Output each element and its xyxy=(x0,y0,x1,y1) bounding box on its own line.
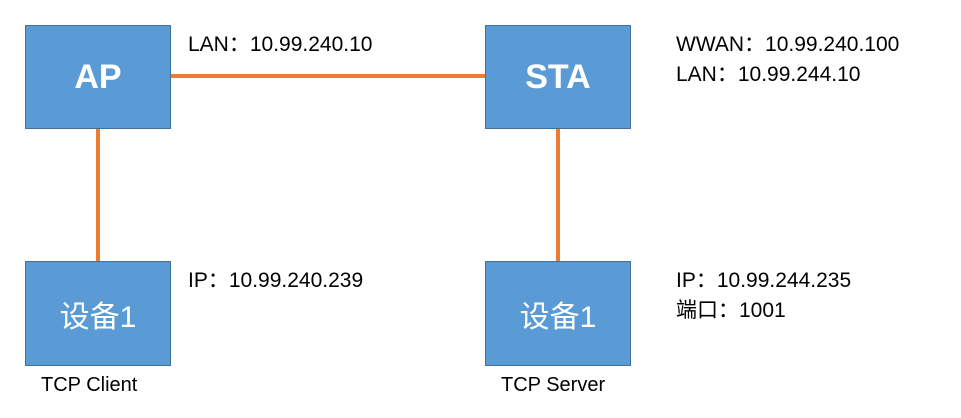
server-ip-info: IP：10.99.244.235 xyxy=(676,269,852,292)
link-sta-server xyxy=(556,128,560,262)
ap-lan-info: LAN：10.99.240.10 xyxy=(188,33,373,56)
client-ip-info: IP：10.99.240.239 xyxy=(188,269,364,292)
server-device-label: 设备1 xyxy=(519,300,597,334)
sta-wwan-info: WWAN：10.99.240.100 xyxy=(676,33,900,56)
client-device-node: 设备1 xyxy=(25,261,171,366)
client-caption: TCP Client xyxy=(41,374,138,396)
sta-label: STA xyxy=(525,57,591,96)
sta-lan-info: LAN：10.99.244.10 xyxy=(676,63,861,86)
server-port-info: 端口：1001 xyxy=(676,299,786,322)
server-caption: TCP Server xyxy=(501,374,606,396)
server-device-node: 设备1 xyxy=(485,261,631,366)
ap-node: AP xyxy=(25,25,171,129)
link-ap-client xyxy=(96,128,100,262)
link-ap-sta xyxy=(170,74,486,78)
ap-label: AP xyxy=(74,57,122,96)
client-device-label: 设备1 xyxy=(59,300,137,334)
sta-node: STA xyxy=(485,25,631,129)
